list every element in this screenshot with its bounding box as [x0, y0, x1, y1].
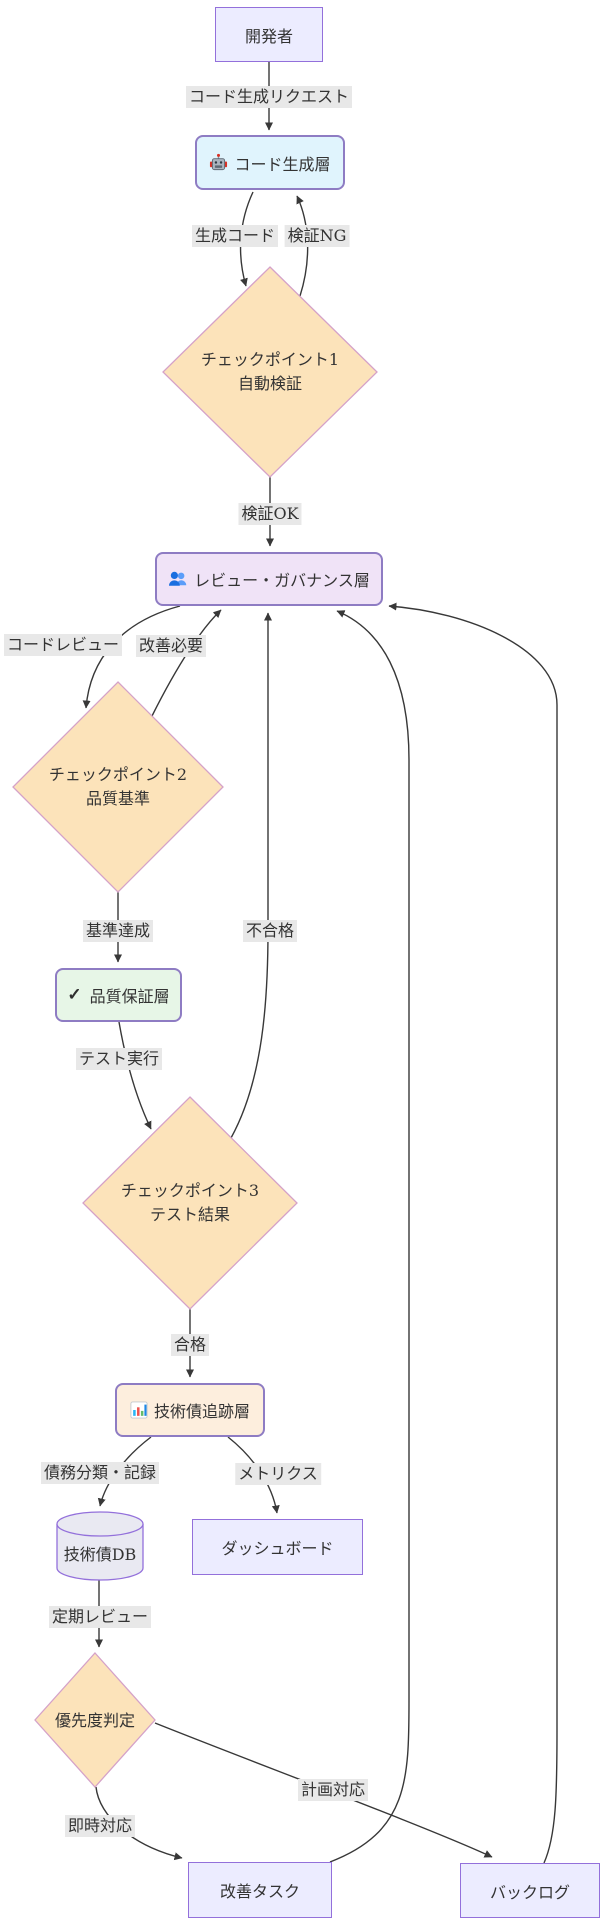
- node-improvement-task: 改善タスク: [188, 1862, 332, 1918]
- edge-label-generated-code: 生成コード: [191, 225, 279, 247]
- edge-label-verify-ok: 検証OK: [238, 503, 302, 525]
- node-dashboard: ダッシュボード: [192, 1519, 363, 1575]
- tech-debt-db-label: 技術債DB: [63, 1545, 137, 1564]
- edge-cp2-review: [151, 609, 222, 717]
- tech-debt-db-cylinder: [56, 1511, 144, 1581]
- checkpoint2-diamond: [12, 681, 224, 893]
- edge-label-code-gen-request: コード生成リクエスト: [185, 86, 353, 108]
- node-backlog: バックログ: [460, 1863, 600, 1918]
- edge-cp3-review: [230, 612, 272, 1139]
- checkpoint3-diamond: [82, 1096, 298, 1310]
- node-backlog-label: バックログ: [489, 1882, 570, 1902]
- edge-label-criteria-met: 基準達成: [82, 920, 154, 942]
- edge-label-verify-ng: 検証NG: [284, 225, 350, 247]
- robot-icon: [209, 153, 228, 172]
- node-developer-label: 開発者: [244, 26, 293, 46]
- edge-label-debt-classify-record: 債務分類・記録: [40, 1462, 160, 1484]
- node-quality-assurance-layer: ✓ 品質保証層: [55, 968, 182, 1022]
- checkpoint1-label: チェックポイント1 自動検証: [200, 350, 340, 393]
- node-code-generation-layer: コード生成層: [195, 135, 345, 190]
- node-dashboard-label: ダッシュボード: [221, 1539, 334, 1558]
- edge-label-planned-action: 計画対応: [297, 1779, 369, 1801]
- check-icon: ✓: [67, 985, 82, 1005]
- checkpoint3-label: チェックポイント3 テスト結果: [120, 1181, 260, 1224]
- node-improvement-task-label: 改善タスク: [219, 1882, 300, 1901]
- node-code-generation-layer-label: コード生成層: [234, 154, 331, 174]
- node-developer: 開発者: [215, 7, 323, 62]
- edge-backlog-review: [388, 602, 558, 1864]
- edge-qa-cp3: [118, 1021, 152, 1130]
- checkpoint2-label: チェックポイント2 品質基準: [48, 765, 188, 808]
- edge-label-needs-improvement: 改善必要: [135, 635, 207, 657]
- priority-label: 優先度判定: [54, 1711, 136, 1730]
- node-tech-debt-tracking-layer: 技術債追跡層: [115, 1383, 265, 1437]
- edge-label-fail: 不合格: [242, 920, 298, 942]
- node-review-governance-layer-label: レビュー・ガバナンス層: [194, 571, 370, 590]
- checkpoint1-diamond: [162, 266, 378, 478]
- edge-task-review: [329, 610, 410, 1863]
- people-icon: [168, 570, 188, 588]
- edge-label-metrics: メトリクス: [235, 1463, 321, 1485]
- node-review-governance-layer: レビュー・ガバナンス層: [155, 552, 383, 606]
- node-quality-assurance-layer-label: 品質保証層: [89, 987, 170, 1006]
- edge-label-periodic-review: 定期レビュー: [48, 1606, 152, 1628]
- edge-label-run-tests: テスト実行: [75, 1048, 163, 1070]
- edge-label-immediate-action: 即時対応: [64, 1815, 136, 1837]
- edge-review-cp2: [82, 605, 181, 709]
- edge-label-pass: 合格: [170, 1334, 210, 1356]
- edge-label-code-review: コードレビュー: [3, 634, 123, 656]
- bar-chart-icon: [130, 1401, 148, 1419]
- node-tech-debt-tracking-layer-label: 技術債追跡層: [153, 1402, 250, 1421]
- priority-diamond: [34, 1652, 156, 1788]
